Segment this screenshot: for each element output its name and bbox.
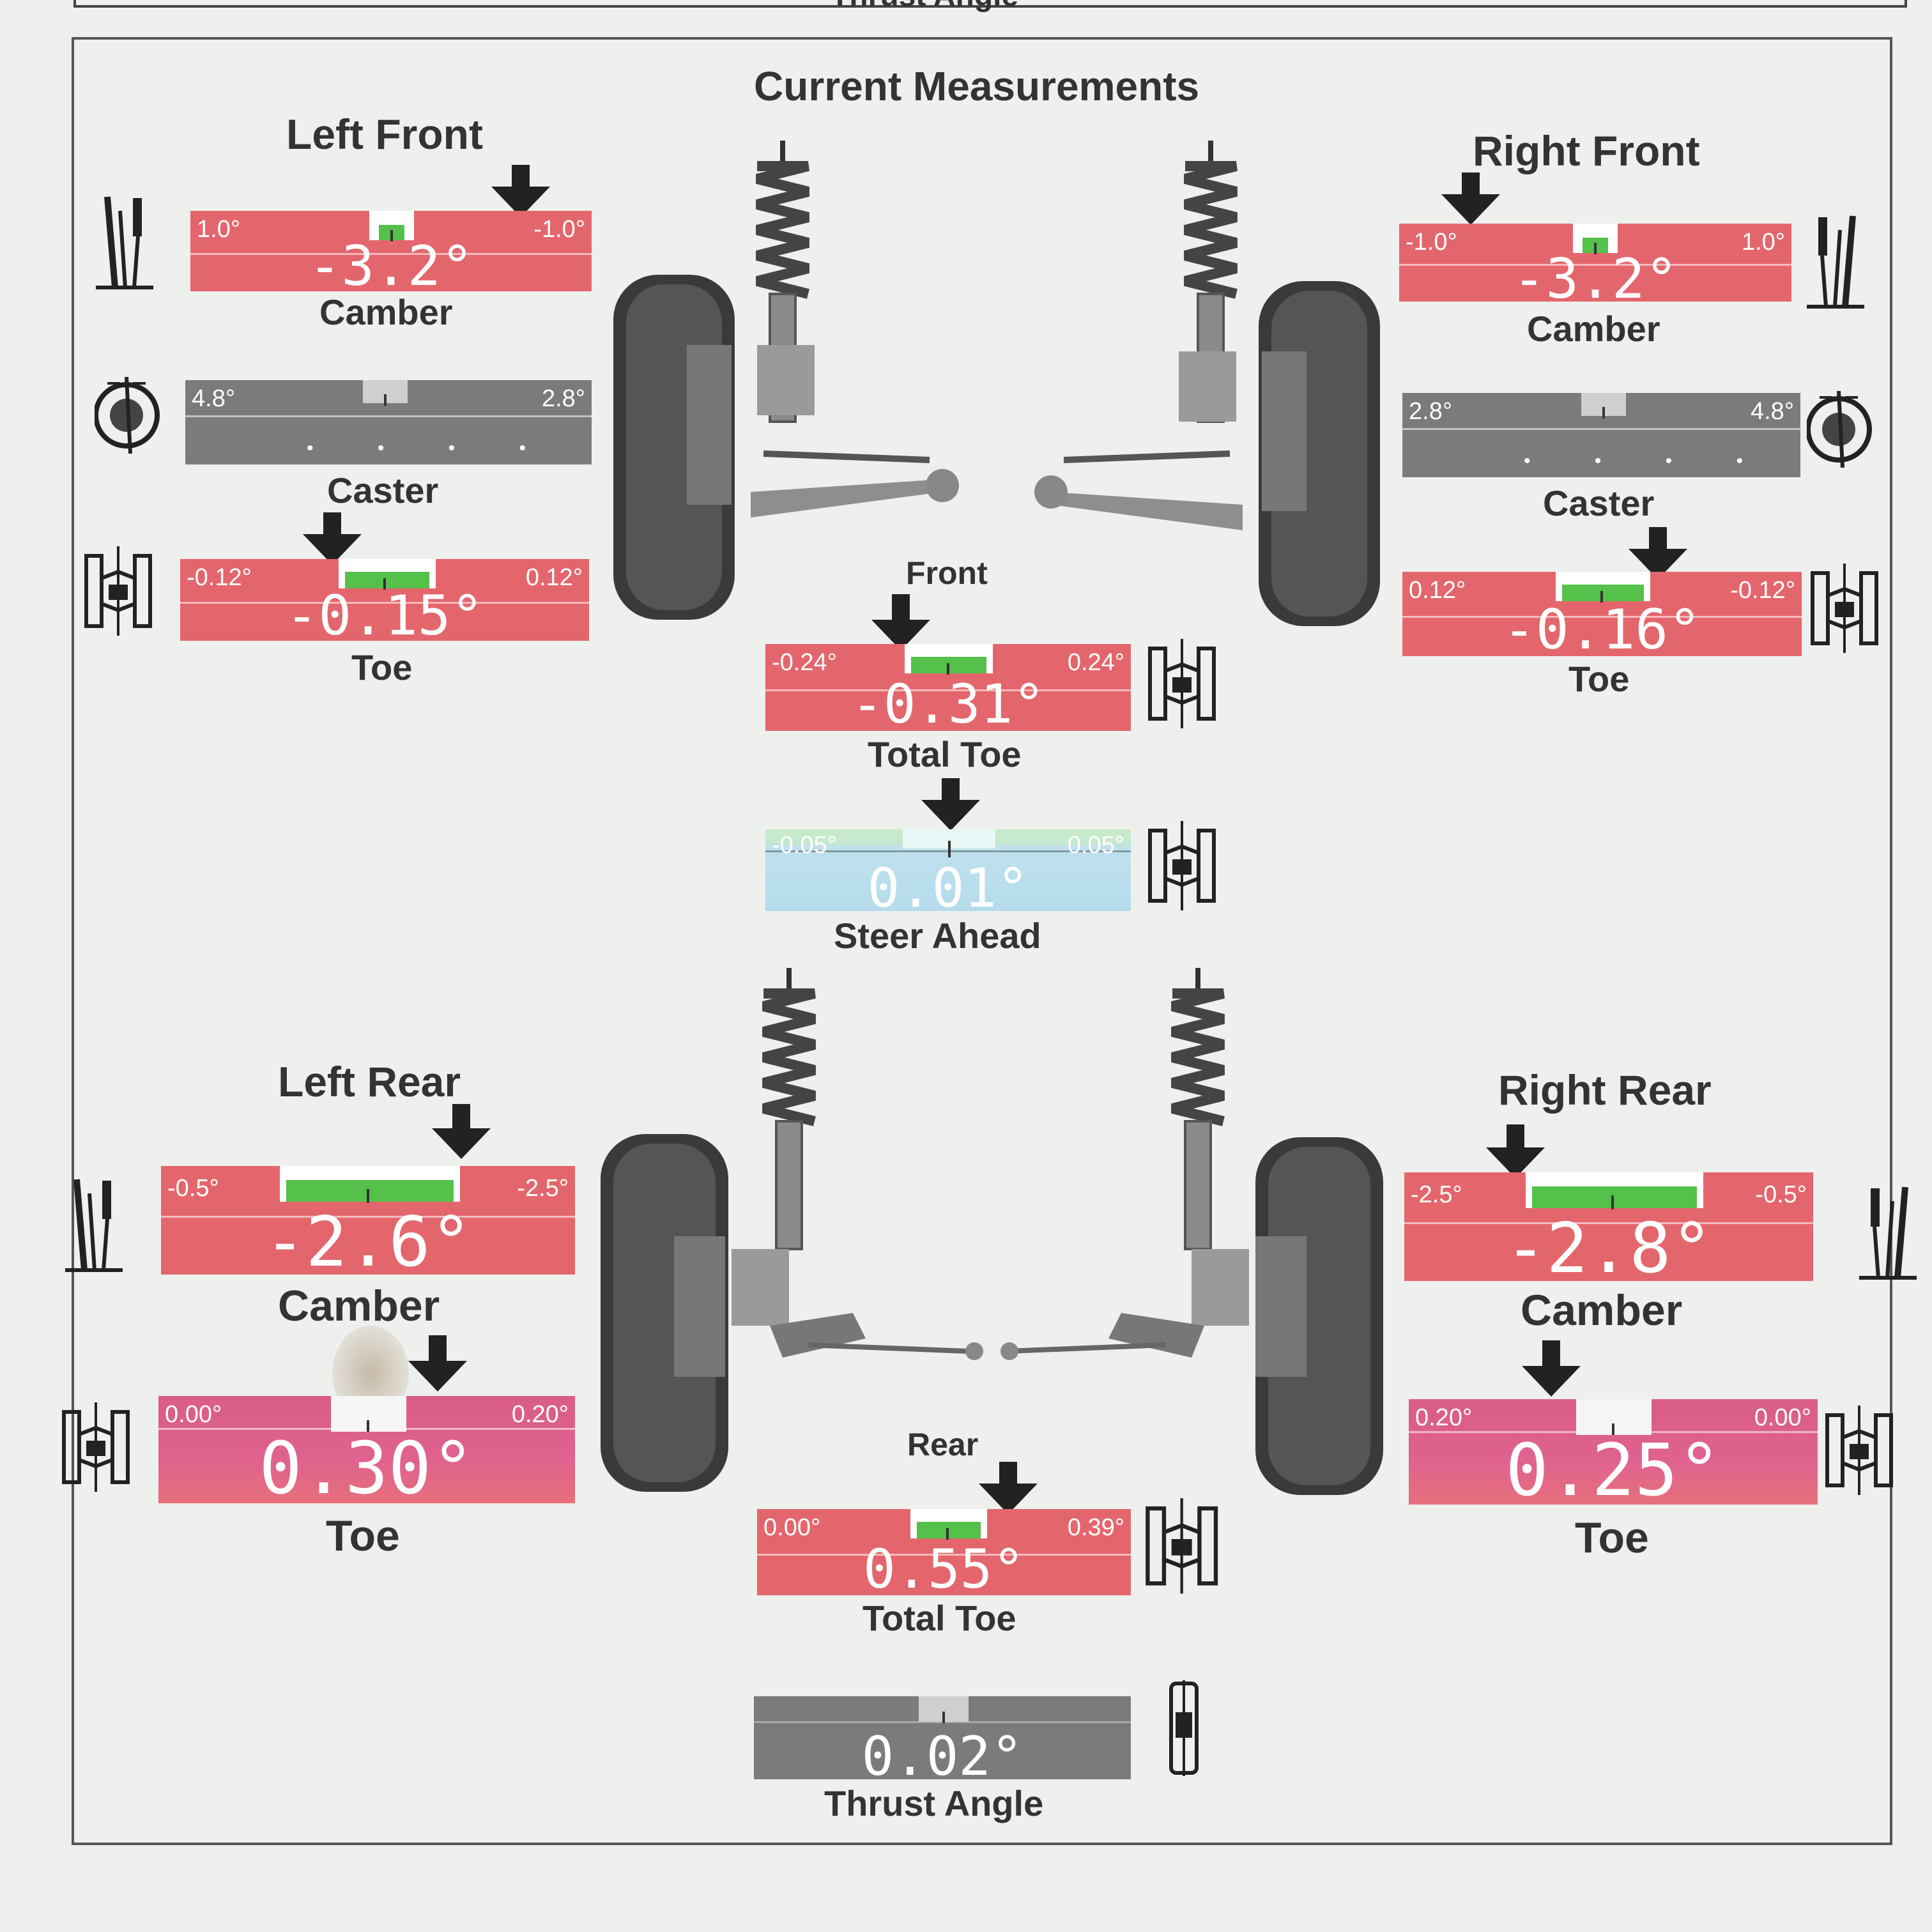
gauge-max-label: 0.00° (1754, 1404, 1811, 1431)
rear-total-toe-gauge: 0.00° 0.39° 0.55° (757, 1509, 1131, 1595)
steer-ahead-gauge: -0.05° 0.05° 0.01° (765, 829, 1131, 911)
gauge-max-label: 0.20° (511, 1401, 569, 1428)
thrust-angle-label: Thrust Angle (824, 1783, 1044, 1823)
gauge-value: -2.6° (264, 1202, 472, 1275)
rr-toe-gauge: 0.20° 0.00° 0.25° (1409, 1399, 1818, 1505)
gauge-min-label: -0.24° (772, 649, 837, 676)
gauge-max-label: 2.8° (541, 385, 585, 412)
total-toe-icon (1144, 1498, 1227, 1600)
rear-suspension-illustration (601, 968, 1383, 1495)
gauge-min-label: 0.00° (763, 1514, 821, 1541)
rf-caster-gauge: 2.8° 4.8° • • • • • • (1402, 393, 1800, 477)
lf-caster-label: Caster (327, 470, 439, 510)
lr-camber-gauge: -0.5° -2.5° -2.6° (161, 1166, 575, 1275)
gauge-max-label: -1.0° (533, 216, 585, 243)
gauge-min-label: 0.00° (165, 1401, 222, 1428)
lr-camber-label: Camber (278, 1282, 440, 1330)
gauge-value: -0.15° (285, 584, 484, 641)
lf-toe-label: Toe (351, 647, 413, 687)
lr-toe-label: Toe (326, 1512, 400, 1560)
camber-icon (1853, 1182, 1917, 1284)
gauge-min-label: 2.8° (1409, 398, 1453, 425)
camber-icon (96, 192, 160, 294)
gauge-min-label: 0.12° (1409, 577, 1466, 604)
gauge-value: 0.55° (863, 1538, 1025, 1595)
caster-icon (95, 377, 165, 466)
thrust-angle-icon (1162, 1680, 1206, 1776)
rr-camber-label: Camber (1521, 1286, 1683, 1335)
toe-icon (83, 546, 160, 642)
gauge-max-label: 0.12° (525, 564, 583, 591)
previous-report-frame (73, 0, 1907, 8)
rf-caster-label: Caster (1543, 483, 1655, 523)
gauge-min-label: 4.8° (192, 385, 236, 412)
gauge-value: 0.30° (259, 1427, 475, 1503)
gauge-value: -3.2° (308, 234, 474, 291)
front-total-toe-label: Total Toe (868, 734, 1022, 774)
camber-icon (65, 1174, 129, 1276)
gauge-min-label: -0.05° (772, 832, 837, 859)
rf-camber-label: Camber (1527, 309, 1660, 349)
gauge-min-label: -2.5° (1411, 1181, 1462, 1208)
gauge-value: -2.8° (1505, 1209, 1713, 1282)
rr-toe-label: Toe (1575, 1514, 1649, 1562)
lf-camber-label: Camber (319, 292, 453, 332)
gauge-min-label: -0.5° (167, 1175, 219, 1202)
front-total-toe-gauge: -0.24° 0.24° -0.31° (765, 644, 1131, 731)
steer-ahead-label: Steer Ahead (834, 916, 1041, 956)
gauge-value: -0.16° (1503, 598, 1701, 656)
gauge-min-label: 0.20° (1415, 1404, 1473, 1431)
gauge-min-label: -0.12° (187, 564, 252, 591)
gauge-value: -3.2° (1512, 247, 1678, 302)
lf-toe-gauge: -0.12° 0.12° -0.15° (180, 559, 589, 641)
lf-camber-gauge: 1.0° -1.0° -3.2° (190, 211, 592, 291)
gauge-max-label: -0.5° (1755, 1181, 1807, 1208)
toe-icon (1824, 1402, 1901, 1505)
rf-toe-label: Toe (1568, 659, 1630, 699)
gauge-max-label: 0.24° (1067, 649, 1124, 676)
toe-icon (61, 1399, 137, 1501)
total-toe-icon (1140, 639, 1230, 735)
gauge-max-label: -2.5° (517, 1175, 569, 1202)
front-suspension-illustration (613, 134, 1380, 626)
gauge-max-label: 1.0° (1741, 229, 1785, 256)
toe-icon (1809, 564, 1886, 659)
rear-total-toe-label: Total Toe (862, 1598, 1016, 1638)
left-front-heading: Left Front (286, 111, 483, 158)
caster-icon (1807, 391, 1877, 480)
right-front-heading: Right Front (1473, 127, 1700, 174)
gauge-max-label: -0.12° (1730, 577, 1795, 604)
gauge-value: 0.01° (867, 857, 1029, 911)
thrust-angle-gauge: 0.02° (754, 1696, 1131, 1779)
gauge-value: 0.02° (861, 1725, 1023, 1779)
left-rear-heading: Left Rear (278, 1058, 461, 1105)
gauge-max-label: 0.39° (1067, 1514, 1124, 1541)
rear-heading: Rear (907, 1427, 979, 1462)
front-heading: Front (906, 555, 988, 591)
measurements-frame (72, 37, 1892, 1845)
lf-caster-gauge: 4.8° 2.8° • • • • • • (185, 380, 592, 464)
right-rear-heading: Right Rear (1498, 1066, 1712, 1114)
camber-icon (1800, 211, 1864, 313)
gauge-value: -0.31° (851, 673, 1045, 731)
rr-camber-gauge: -2.5° -0.5° -2.8° (1404, 1172, 1813, 1281)
gauge-max-label: 4.8° (1750, 398, 1794, 425)
gauge-min-label: 1.0° (197, 216, 241, 243)
lr-toe-gauge: 0.00° 0.20° 0.30° (158, 1396, 575, 1503)
rf-camber-gauge: -1.0° 1.0° -3.2° (1399, 224, 1791, 302)
gauge-value: 0.25° (1505, 1429, 1721, 1505)
steer-ahead-icon (1144, 821, 1227, 917)
rf-toe-gauge: 0.12° -0.12° -0.16° (1402, 572, 1802, 656)
page-title: Current Measurements (754, 63, 1200, 109)
gauge-min-label: -1.0° (1406, 229, 1457, 256)
cut-off-label: Thrust Angle (831, 0, 1018, 13)
gauge-max-label: 0.05° (1067, 832, 1124, 859)
